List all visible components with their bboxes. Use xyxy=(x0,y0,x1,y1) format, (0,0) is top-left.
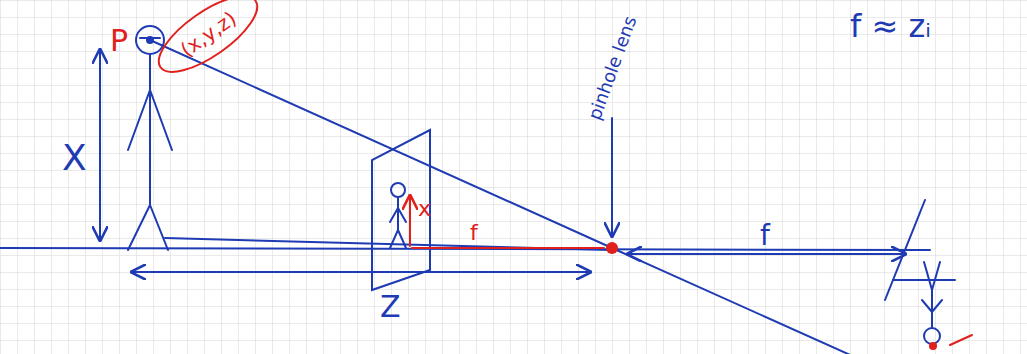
person-head xyxy=(136,26,164,54)
focal-label: f xyxy=(470,222,478,244)
point-dot xyxy=(146,36,154,44)
coordinate-ring xyxy=(148,0,268,85)
light-ray xyxy=(165,238,612,250)
image-height-arrow xyxy=(409,196,411,246)
depth-arrow xyxy=(132,271,590,273)
optical-axis xyxy=(0,248,930,250)
leader-arrow xyxy=(611,118,613,236)
relation-label: f ≈ zᵢ xyxy=(850,10,931,42)
image-point-ring xyxy=(950,335,972,345)
focal-arrow xyxy=(628,253,905,255)
height-label: X xyxy=(62,140,87,176)
height-arrow xyxy=(99,50,101,240)
light-ray xyxy=(150,40,955,354)
depth-label: Z xyxy=(380,292,401,322)
focal-line xyxy=(412,247,604,249)
small-body xyxy=(390,197,406,248)
point-name: P xyxy=(110,26,128,56)
sensor-plane xyxy=(885,200,925,300)
small-head xyxy=(391,183,405,197)
image-height-label: x xyxy=(418,198,431,220)
focal-label: f xyxy=(760,222,770,250)
inverted-body xyxy=(922,262,942,328)
person-body xyxy=(128,38,172,250)
pinhole-dot xyxy=(606,242,618,254)
inverted-head xyxy=(924,328,940,344)
image-point-dot xyxy=(929,342,937,350)
sensor-plane xyxy=(893,279,955,281)
